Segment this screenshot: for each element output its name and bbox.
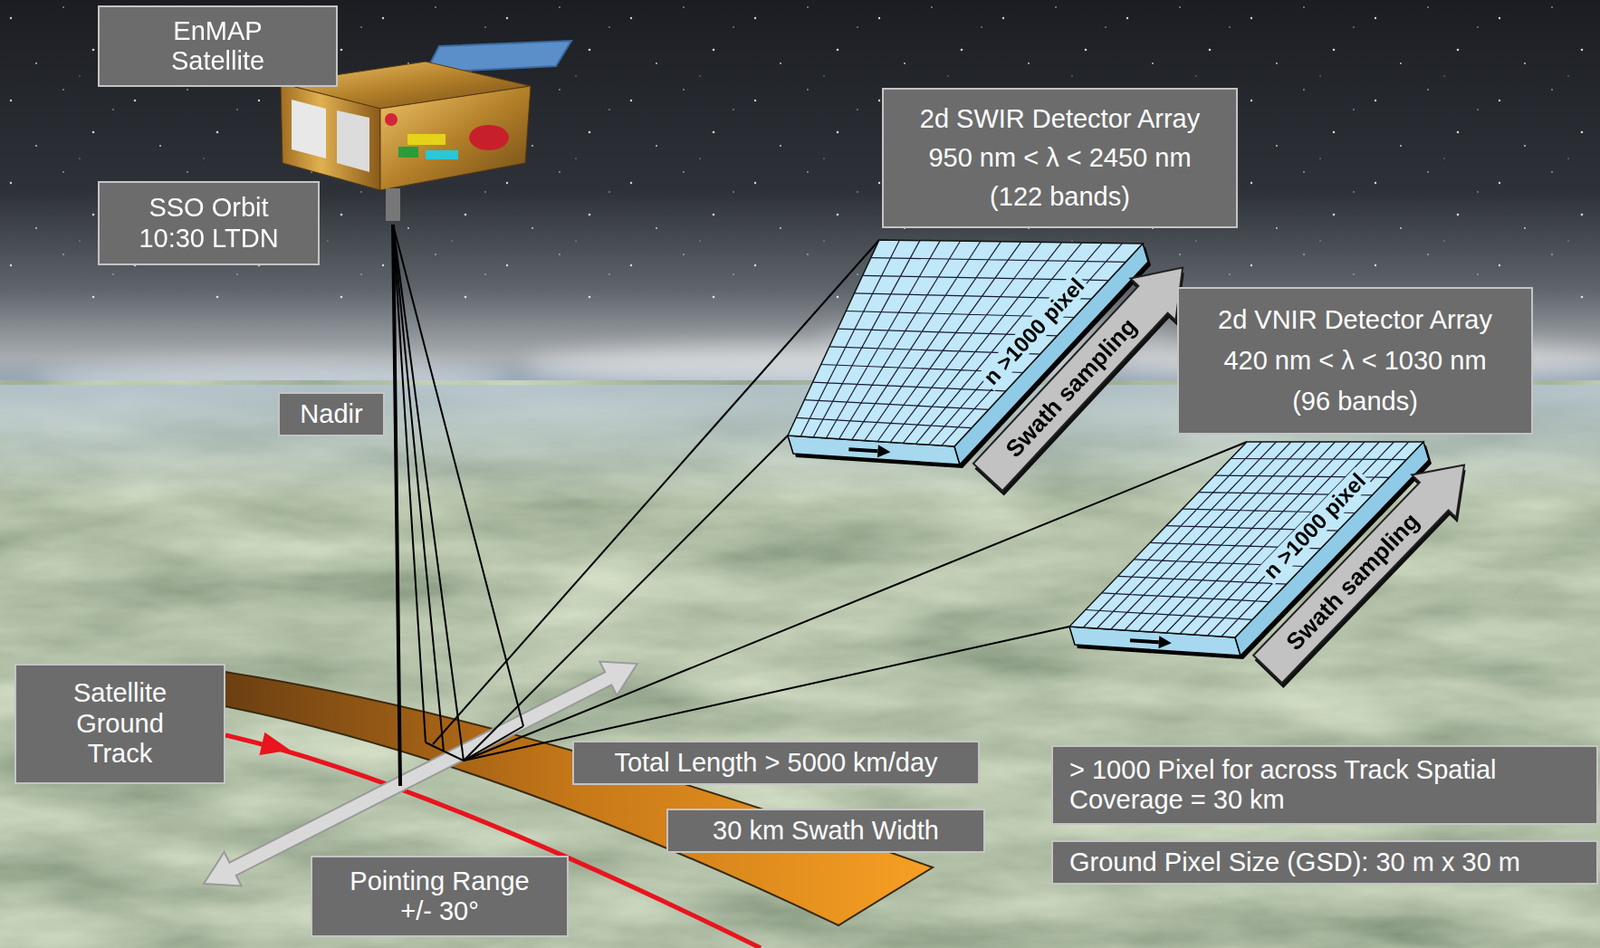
box-text: 2d VNIR Detector Array xyxy=(1217,305,1493,336)
component xyxy=(398,146,419,158)
label-box: Total Length > 5000 km/day xyxy=(572,740,980,786)
box-text: EnMAP Satellite xyxy=(150,16,287,77)
earth-surface xyxy=(0,384,1600,948)
box-text: > 1000 Pixel for across Track Spatial Co… xyxy=(1069,755,1584,816)
label-box: 30 km Swath Width xyxy=(666,808,986,853)
component xyxy=(407,134,446,145)
scan-arrowhead xyxy=(877,444,891,458)
detector-array xyxy=(787,239,1151,469)
box-text: (96 bands) xyxy=(1292,386,1418,417)
box-text: 30 km Swath Width xyxy=(712,815,939,846)
view-line xyxy=(392,224,444,752)
radiator xyxy=(336,110,370,173)
instrument xyxy=(385,188,401,221)
label-box: SSO Orbit 10:30 LTDN xyxy=(97,181,320,266)
swath-arrow xyxy=(963,246,1209,503)
label-box: Nadir xyxy=(277,392,385,437)
projection-line xyxy=(463,435,788,761)
swath-arrow xyxy=(1245,443,1487,691)
view-lines xyxy=(392,224,1247,786)
label-box: Pointing Range +/- 30° xyxy=(310,855,569,938)
box-text: 420 nm < λ < 1030 nm xyxy=(1223,345,1486,376)
label-box: EnMAP Satellite xyxy=(97,5,338,87)
label-box: Ground Pixel Size (GSD): 30 m x 30 m xyxy=(1051,840,1599,885)
scan-arrowhead xyxy=(1158,635,1171,649)
box-text: Nadir xyxy=(299,399,363,430)
box-text: (122 bands) xyxy=(989,182,1131,212)
label-box: 2d SWIR Detector Array 950 nm < λ < 2450 … xyxy=(881,87,1238,229)
component xyxy=(425,150,459,160)
label-box: > 1000 Pixel for across Track Spatial Co… xyxy=(1051,745,1599,825)
satellite-side xyxy=(380,86,531,191)
box-text: SSO Orbit 10:30 LTDN xyxy=(127,192,291,254)
satellite-side xyxy=(280,83,381,191)
view-line xyxy=(392,224,426,743)
label-box: 2d VNIR Detector Array 420 nm < λ < 1030 … xyxy=(1177,287,1533,435)
scan-arrow xyxy=(1130,640,1160,642)
stars xyxy=(0,0,1600,299)
track-arrowhead xyxy=(258,732,293,763)
scan-arrow xyxy=(848,449,878,451)
box-text: 2d SWIR Detector Array xyxy=(919,104,1200,135)
box-text: Total Length > 5000 km/day xyxy=(613,747,938,778)
label-box: Satellite Ground Track xyxy=(14,663,226,785)
swath-arrow xyxy=(965,246,1206,499)
track-arrowhead xyxy=(258,732,293,763)
radiator xyxy=(291,99,326,159)
box-text: Satellite Ground Track xyxy=(57,678,184,769)
view-line xyxy=(392,224,464,761)
detector-array xyxy=(1069,441,1432,660)
swath-arrow xyxy=(1243,443,1490,696)
box-text: Pointing Range +/- 30° xyxy=(337,866,542,928)
box-text: 950 nm < λ < 2450 nm xyxy=(928,143,1191,173)
projection-line xyxy=(432,239,880,745)
sky xyxy=(0,0,1600,426)
component xyxy=(469,124,509,151)
view-line xyxy=(392,224,524,727)
box-text: Ground Pixel Size (GSD): 30 m x 30 m xyxy=(1069,847,1521,878)
component xyxy=(384,113,398,126)
